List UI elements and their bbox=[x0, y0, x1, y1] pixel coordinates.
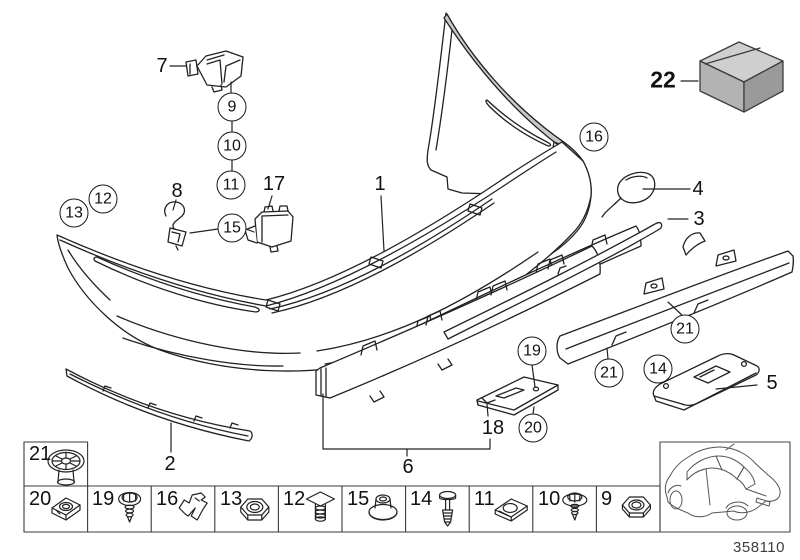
legend-label-12: 12 bbox=[283, 488, 306, 510]
grommet-box bbox=[23, 441, 89, 487]
bumper-carrier-rail-drawing bbox=[315, 225, 642, 403]
callout-8: 8 bbox=[171, 180, 183, 202]
circled-callout-19: 19 bbox=[517, 336, 547, 366]
circled-callout-16: 16 bbox=[579, 122, 609, 152]
callout-2: 2 bbox=[164, 453, 176, 475]
legend-label-15: 15 bbox=[347, 488, 370, 510]
legend-label-10: 10 bbox=[538, 488, 561, 510]
cage-nut-icon bbox=[51, 497, 81, 521]
legend-label-11: 11 bbox=[474, 488, 495, 510]
legend-label-14: 14 bbox=[410, 488, 433, 510]
circled-callout-10: 10 bbox=[217, 131, 247, 161]
cover-plate-drawing bbox=[652, 352, 760, 411]
legend-label-9: 9 bbox=[601, 488, 613, 510]
callout-22-kit: 22 bbox=[650, 66, 676, 93]
callout-7: 7 bbox=[156, 55, 168, 77]
lower-trim-strip-drawing bbox=[65, 368, 253, 442]
callout-5: 5 bbox=[766, 372, 778, 394]
callout-3: 3 bbox=[693, 208, 705, 230]
car-location-thumbnail bbox=[659, 441, 791, 533]
legend-label-20: 20 bbox=[29, 488, 52, 510]
legend-grid bbox=[23, 441, 661, 533]
car-rear-three-quarter-icon bbox=[664, 443, 781, 521]
carrier-bracket-plate-drawing bbox=[476, 376, 559, 416]
circled-callout-13: 13 bbox=[59, 198, 89, 228]
circled-callout-11: 11 bbox=[216, 170, 246, 200]
flange-screw-short-icon bbox=[562, 492, 588, 521]
callout-17: 17 bbox=[262, 173, 286, 195]
speed-nut-clip-icon bbox=[494, 498, 528, 522]
expanding-grommet-icon bbox=[47, 449, 85, 486]
legend-label-16: 16 bbox=[156, 488, 179, 510]
circled-callout-20: 20 bbox=[518, 413, 548, 443]
legend-icons bbox=[47, 449, 652, 527]
callout-leader-lines bbox=[169, 65, 758, 457]
square-head-bolt-icon bbox=[305, 491, 335, 522]
circled-callout-21-upper: 21 bbox=[670, 314, 700, 344]
sill-strip-drawing bbox=[556, 232, 795, 365]
legend-label-19: 19 bbox=[92, 488, 115, 510]
callout-18: 18 bbox=[481, 417, 505, 439]
hex-nut-icon bbox=[240, 498, 270, 521]
flange-nut-icon bbox=[368, 494, 398, 521]
clamp-bracket-icon bbox=[178, 492, 208, 521]
mounting-bracket-17-drawing bbox=[244, 205, 294, 253]
upper-trim-strip-drawing bbox=[443, 221, 663, 340]
legend-label-13: 13 bbox=[220, 488, 243, 510]
circled-callout-15: 15 bbox=[217, 213, 247, 243]
bumper-trim-panel-drawing bbox=[56, 141, 592, 372]
tow-hook-cover-drawing bbox=[601, 171, 656, 218]
circled-callout-9: 9 bbox=[217, 92, 247, 122]
circled-callout-12: 12 bbox=[88, 184, 118, 214]
callout-6: 6 bbox=[402, 456, 414, 478]
hook-clip-8-drawing bbox=[164, 201, 187, 251]
kit-box-illustration bbox=[699, 41, 784, 113]
mounting-bracket-7-drawing bbox=[185, 50, 244, 93]
drawing-number: 358110 bbox=[733, 539, 785, 556]
flange-screw-icon bbox=[117, 491, 142, 523]
circled-callout-14: 14 bbox=[643, 354, 673, 384]
lock-nut-icon bbox=[621, 496, 652, 518]
callout-1: 1 bbox=[374, 173, 386, 195]
expanding-rivet-icon bbox=[439, 490, 457, 527]
legend-label-21: 21 bbox=[29, 443, 52, 465]
circled-callout-21-lower: 21 bbox=[594, 358, 624, 388]
callout-4: 4 bbox=[692, 178, 704, 200]
